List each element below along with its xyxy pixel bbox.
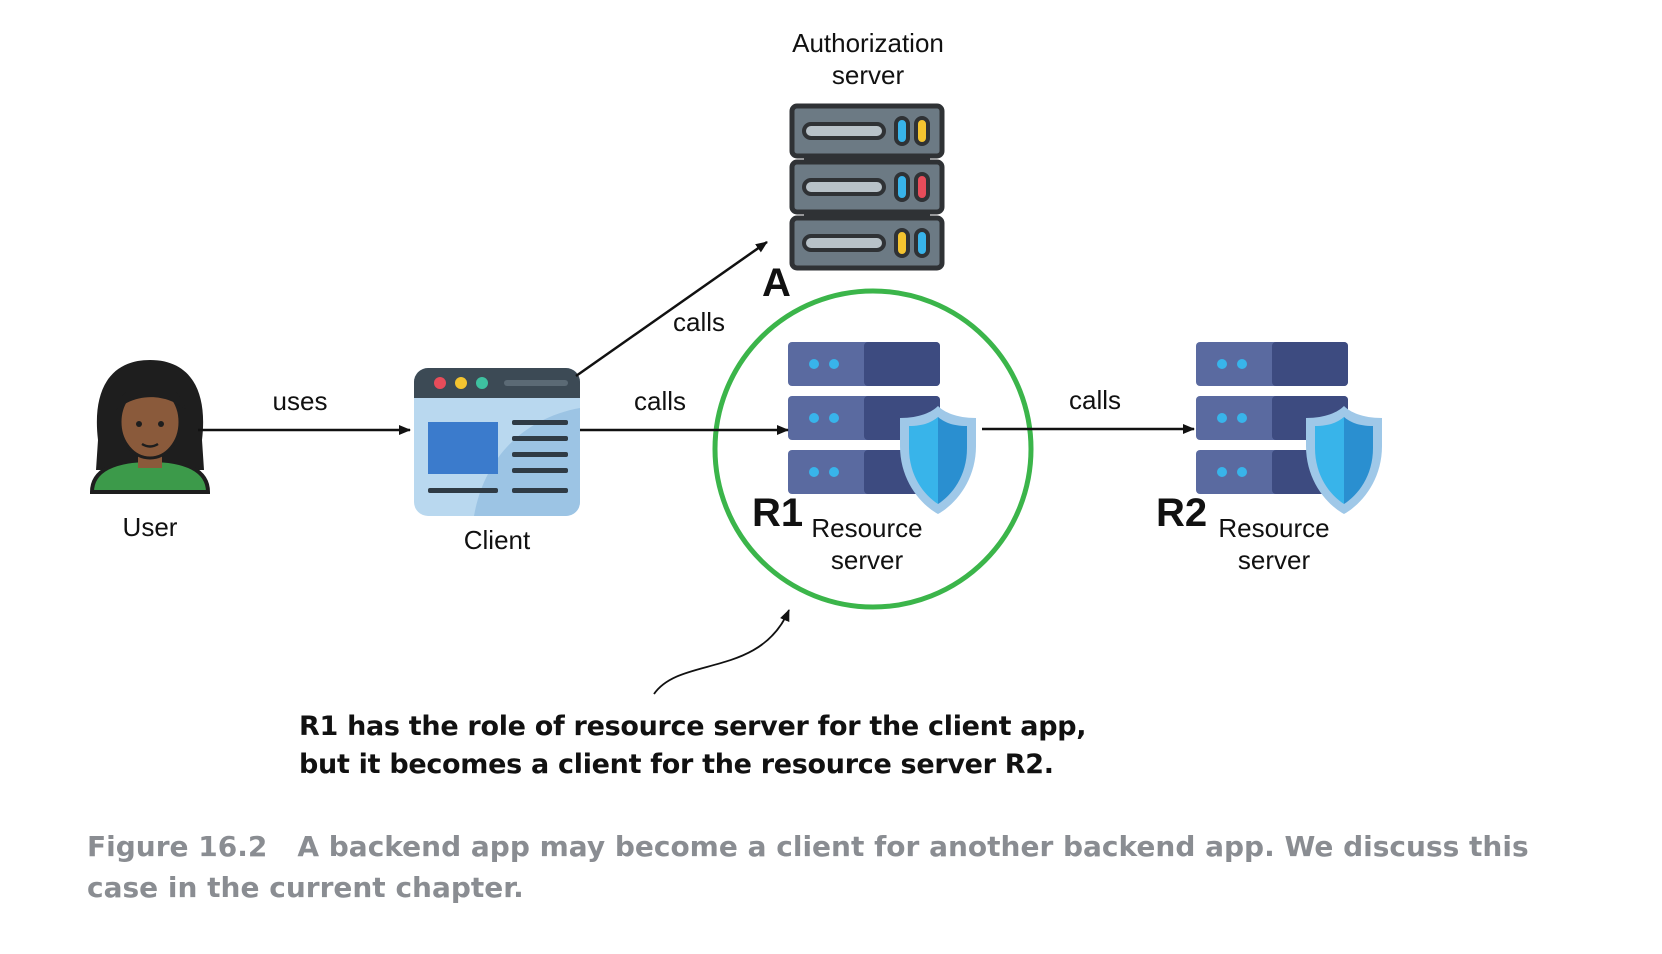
r1-highlight-circle — [712, 288, 1034, 610]
r2-tag: R2 — [1156, 491, 1207, 535]
figure-number: Figure 16.2 — [87, 830, 268, 863]
shield-icon — [900, 406, 976, 514]
auth-server-label-line1: Authorization — [792, 28, 944, 58]
auth-server-label-line2: server — [832, 60, 905, 90]
user-icon — [89, 360, 211, 494]
r1-label-line2: server — [831, 545, 904, 575]
client-label: Client — [464, 525, 531, 555]
caption-text: A backend app may become a client for an… — [87, 830, 1529, 904]
arrow-client-to-auth — [575, 240, 768, 378]
r2-label-line2: server — [1238, 545, 1311, 575]
r1-label-line1: Resource — [811, 513, 922, 543]
r2-label-line1: Resource — [1218, 513, 1329, 543]
authorization-server-icon — [789, 103, 945, 271]
edge-label-calls-r1: calls — [634, 386, 686, 416]
shield-icon — [1306, 406, 1382, 514]
annotation-line-2: but it becomes a client for the resource… — [299, 749, 1054, 780]
edge-label-uses: uses — [273, 386, 328, 416]
edge-label-calls-r2: calls — [1069, 385, 1121, 415]
user-label: User — [123, 512, 178, 542]
auth-server-tag: A — [762, 261, 791, 305]
r1-tag: R1 — [752, 491, 803, 535]
annotation-pointer-arrow — [653, 609, 790, 695]
client-browser-icon — [414, 368, 580, 516]
annotation-line-1: R1 has the role of resource server for t… — [299, 711, 1087, 742]
annotation-text: R1 has the role of resource server for t… — [299, 708, 1087, 784]
edge-label-calls-auth: calls — [673, 307, 725, 337]
